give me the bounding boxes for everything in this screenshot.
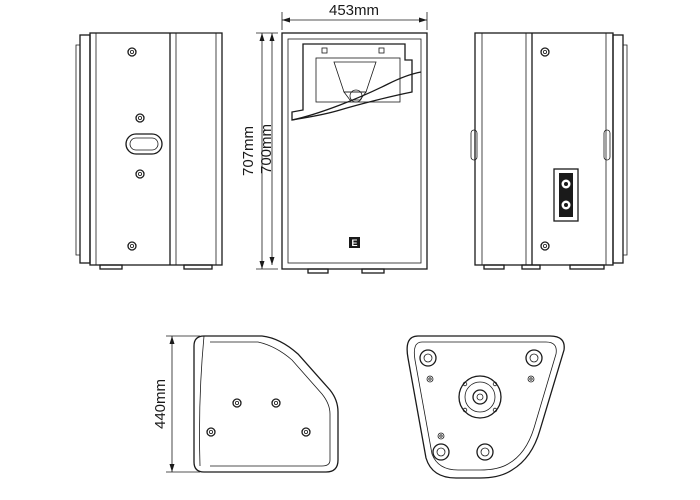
screw-icon [206,427,216,437]
driver-icon [458,375,502,419]
side-profile-view [193,335,339,473]
screw-icon [437,432,445,440]
foot-icon [432,443,450,461]
width-dimension: 453mm [281,2,428,30]
brand-logo: E [349,237,360,248]
front-view: E [281,32,428,274]
handle-icon [125,133,163,155]
dim-label-height-inner: 700mm [258,124,275,174]
svg-text:E: E [352,238,358,248]
foot-icon [525,349,543,367]
screw-icon [135,169,145,179]
screw-icon [271,398,281,408]
screw-icon [127,47,137,57]
dim-label-depth: 440mm [152,379,169,429]
screw-icon [232,398,242,408]
screw-icon [540,241,550,251]
screw-icon [378,47,385,54]
screw-icon [321,47,328,54]
screw-icon [127,241,137,251]
side-view-right [470,32,628,270]
foot-icon [419,349,437,367]
height-dimension-outer: 707mm [240,32,278,270]
side-view-left [75,32,223,270]
screw-icon [426,375,434,383]
height-dimension-inner: 700mm [258,33,275,265]
screw-icon [301,427,311,437]
dim-label-height-outer: 707mm [240,126,257,176]
screw-icon [135,113,145,123]
dim-label-width: 453mm [329,2,379,19]
bottom-view [406,335,565,479]
screw-icon [527,375,535,383]
connector-panel-icon [553,168,579,222]
foot-icon [476,443,494,461]
depth-dimension: 440mm [152,335,200,473]
screw-icon [540,47,550,57]
